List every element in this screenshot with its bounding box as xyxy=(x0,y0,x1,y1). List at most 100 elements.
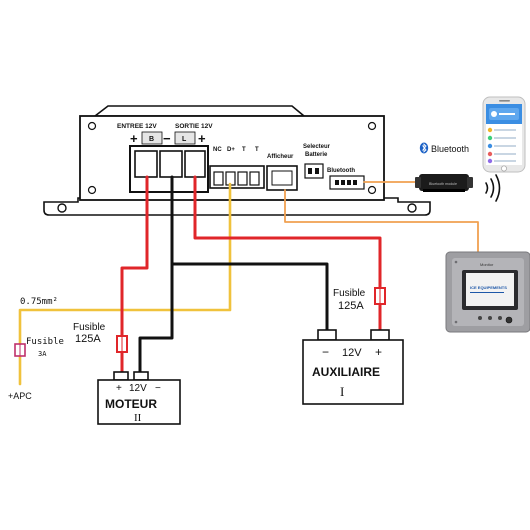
entree-badge xyxy=(141,131,163,145)
battery-aux-name: AUXILIAIRE xyxy=(312,365,380,379)
battery-moteur-voltage: 12V xyxy=(129,383,147,394)
entree-plus: + xyxy=(130,131,138,146)
wire-entree-motor xyxy=(120,175,149,338)
phone-home-button xyxy=(500,165,507,172)
sortie-badge-letter: L xyxy=(182,136,187,143)
monitor-panel: Monitor ICE EQUIPEMENTS xyxy=(445,251,530,333)
label-t1: T xyxy=(242,147,246,153)
monitor-screw-tl xyxy=(454,260,458,264)
wireless-waves-icon xyxy=(485,174,501,202)
wire-section-label: 0.75mm² xyxy=(20,297,58,307)
battery-auxiliaire: − 12V + AUXILIAIRE I xyxy=(302,329,404,405)
battery-aux-minus: − xyxy=(322,345,329,359)
label-selecteur-2: Batterie xyxy=(305,152,328,158)
bluetooth-label: Bluetooth xyxy=(431,144,469,154)
body-screw-br xyxy=(367,185,377,195)
fuse-3a-label-2: 3A xyxy=(38,350,47,358)
label-nc: NC xyxy=(213,147,222,153)
fuse-125a-motor-label-1: Fusible xyxy=(73,322,106,333)
monitor-brand-underline xyxy=(470,292,504,293)
bluetooth-module: Bluetooth module xyxy=(415,174,473,192)
mount-hole-left xyxy=(57,203,67,213)
monitor-screen xyxy=(466,273,514,306)
phone-app-dot xyxy=(491,111,497,117)
wire-dplus-apc xyxy=(18,182,232,346)
fuse-3a-label-1: Fusible xyxy=(26,337,64,347)
sortie-minus: − xyxy=(163,131,171,146)
selector-pin-1 xyxy=(308,168,312,174)
terminal-entree-plus xyxy=(134,150,158,178)
fuse-125a-motor-label-2: 125A xyxy=(75,333,101,345)
body-screw-tr xyxy=(367,121,377,131)
fuse-125a-aux xyxy=(374,287,386,305)
monitor-brand: ICE EQUIPEMENTS xyxy=(470,285,507,290)
battery-aux-terminal-minus xyxy=(317,329,337,341)
battery-moteur-plus: + xyxy=(116,383,122,394)
selector-pin-2 xyxy=(315,168,319,174)
monitor-screw-bl xyxy=(454,320,458,324)
battery-moteur-minus: − xyxy=(155,383,161,394)
fuse-3a xyxy=(14,343,26,357)
body-screw-tl xyxy=(87,121,97,131)
battery-moteur-body xyxy=(97,379,181,425)
signal-pin-t1 xyxy=(237,171,248,186)
fuse-125a-aux-label-1: Fusible xyxy=(333,288,366,299)
battery-moteur-terminal-minus xyxy=(133,371,149,381)
battery-aux-terminal-plus xyxy=(370,329,390,341)
battery-moteur-roman: II xyxy=(134,412,142,424)
battery-moteur-terminal-plus xyxy=(113,371,129,381)
label-bluetooth-port: Bluetooth xyxy=(327,168,355,174)
wire-sortie-aux xyxy=(193,175,382,290)
device-top xyxy=(92,105,307,117)
wire-minus-aux xyxy=(170,262,329,332)
terminal-sortie-plus xyxy=(184,150,206,178)
bluetooth-group: Bluetooth Bluetooth module xyxy=(415,142,501,202)
wire-afficheur-monitor xyxy=(284,189,479,253)
wire-minus-motor xyxy=(138,175,174,374)
sortie-plus: + xyxy=(198,131,206,146)
bt-pin-2 xyxy=(341,180,345,185)
phone-app-list xyxy=(487,127,516,164)
battery-aux-body xyxy=(302,339,404,405)
battery-selector-switch xyxy=(304,163,324,179)
battery-moteur-name: MOTEUR xyxy=(105,397,157,411)
monitor-title: Monitor xyxy=(480,262,494,267)
body-screw-bl xyxy=(87,185,97,195)
mount-hole-right xyxy=(407,203,417,213)
battery-aux-plus: + xyxy=(375,345,382,359)
entree-badge-letter: B xyxy=(149,136,154,143)
monitor-knob-1[interactable] xyxy=(478,316,482,320)
label-t2: T xyxy=(255,147,259,153)
signal-pin-nc xyxy=(213,171,224,186)
monitor-knob-4[interactable] xyxy=(505,316,513,324)
phone-speaker xyxy=(499,100,510,102)
bluetooth-module-caption: Bluetooth module xyxy=(429,182,457,186)
sortie-badge xyxy=(174,131,196,145)
entree-label: ENTREE 12V xyxy=(117,123,157,130)
label-selecteur-1: Selecteur xyxy=(303,144,331,150)
battery-moteur: + 12V − MOTEUR II xyxy=(97,371,181,425)
sortie-label: SORTIE 12V xyxy=(175,123,213,130)
wires xyxy=(18,175,479,386)
phone-app-bar xyxy=(499,113,515,115)
monitor-knob-2[interactable] xyxy=(488,316,492,320)
monitor-knob-3[interactable] xyxy=(498,316,502,320)
bt-pin-1 xyxy=(335,180,339,185)
terminal-common-minus xyxy=(159,150,183,178)
bt-pin-4 xyxy=(353,180,357,185)
fuse-125a-motor xyxy=(116,335,128,353)
smartphone xyxy=(482,96,526,173)
signal-pin-t2 xyxy=(249,171,260,186)
label-dplus: D+ xyxy=(227,147,235,153)
battery-aux-voltage: 12V xyxy=(342,347,362,359)
device-flange xyxy=(43,197,431,216)
bt-pin-3 xyxy=(347,180,351,185)
charger-device: ENTREE 12V SORTIE 12V + B − L + NC D+ T … xyxy=(43,105,431,216)
afficheur-port-inner xyxy=(271,170,293,186)
apc-label: +APC xyxy=(8,391,32,401)
label-afficheur: Afficheur xyxy=(267,154,294,160)
fuse-125a-aux-label-2: 125A xyxy=(338,300,364,312)
bluetooth-icon xyxy=(419,142,429,154)
battery-aux-roman: I xyxy=(340,384,344,399)
